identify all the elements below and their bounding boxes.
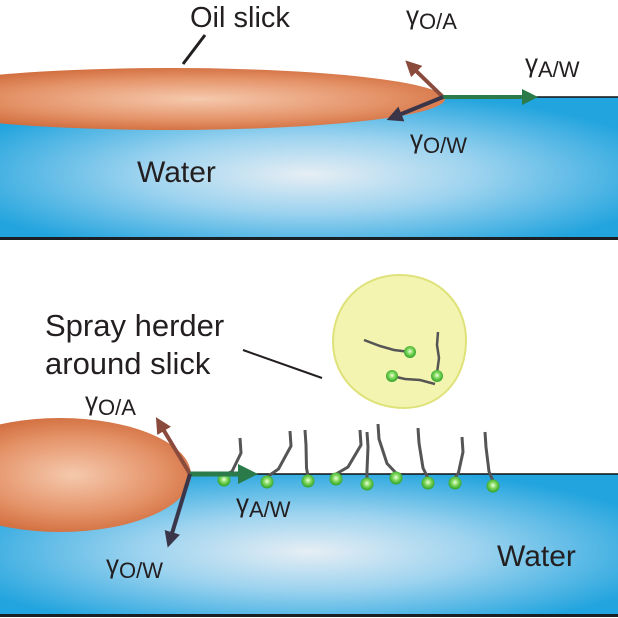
surfactant-head <box>421 476 435 490</box>
surfactant-head <box>404 346 416 358</box>
surfactant-head <box>217 473 231 487</box>
top-panel: Oil slick γO/A γA/W γO/W Water <box>0 0 618 240</box>
arrow-gamma-ow <box>386 95 444 122</box>
surfactant-head <box>360 477 374 491</box>
oil-slick-label: Oil slick <box>190 2 290 34</box>
arrow-gamma-ow <box>164 473 192 548</box>
surfactant-head <box>386 370 398 382</box>
gamma-aw-label: γA/W <box>236 488 291 522</box>
herder-label-line2: around slick <box>45 346 211 381</box>
water-label: Water <box>137 156 216 189</box>
surfactant-tail <box>376 423 398 475</box>
surfactant-head <box>448 476 462 490</box>
surfactant-tail <box>365 431 370 479</box>
gamma-oa-label: γO/A <box>406 0 457 34</box>
surfactant-tail <box>453 436 465 479</box>
surfactant-head <box>389 471 403 485</box>
bottom-panel: Spray herder around slick γO/A γA/W γO/W… <box>0 273 618 617</box>
surfactant-head <box>329 472 343 486</box>
arrow-gamma-oa <box>155 417 192 476</box>
surfactant-head <box>431 370 443 382</box>
surfactant-tail <box>416 427 430 479</box>
arrow-gamma-oa <box>405 60 445 99</box>
oil-slick <box>0 68 445 130</box>
gamma-ow-label: γO/W <box>106 549 163 583</box>
surfactant-head <box>301 474 315 488</box>
oil-leader-line <box>181 34 207 65</box>
herder-droplet <box>331 273 468 410</box>
water-label: Water <box>497 540 576 573</box>
gamma-ow-label: γO/W <box>410 124 467 158</box>
gamma-aw-label: γA/W <box>525 48 580 82</box>
surfactant-tail <box>266 430 293 479</box>
surfactant-tail <box>335 429 363 476</box>
oil-slick <box>0 418 191 532</box>
herder-leader-line <box>242 349 323 379</box>
surfactant-head <box>260 475 274 489</box>
surfactant-tail <box>223 437 243 477</box>
surfactant-tail <box>303 429 310 477</box>
herder-label-line1: Spray herder <box>45 308 224 343</box>
surfactant-tail <box>483 431 495 482</box>
gamma-oa-label: γO/A <box>85 386 136 420</box>
surfactant-head <box>486 479 500 493</box>
